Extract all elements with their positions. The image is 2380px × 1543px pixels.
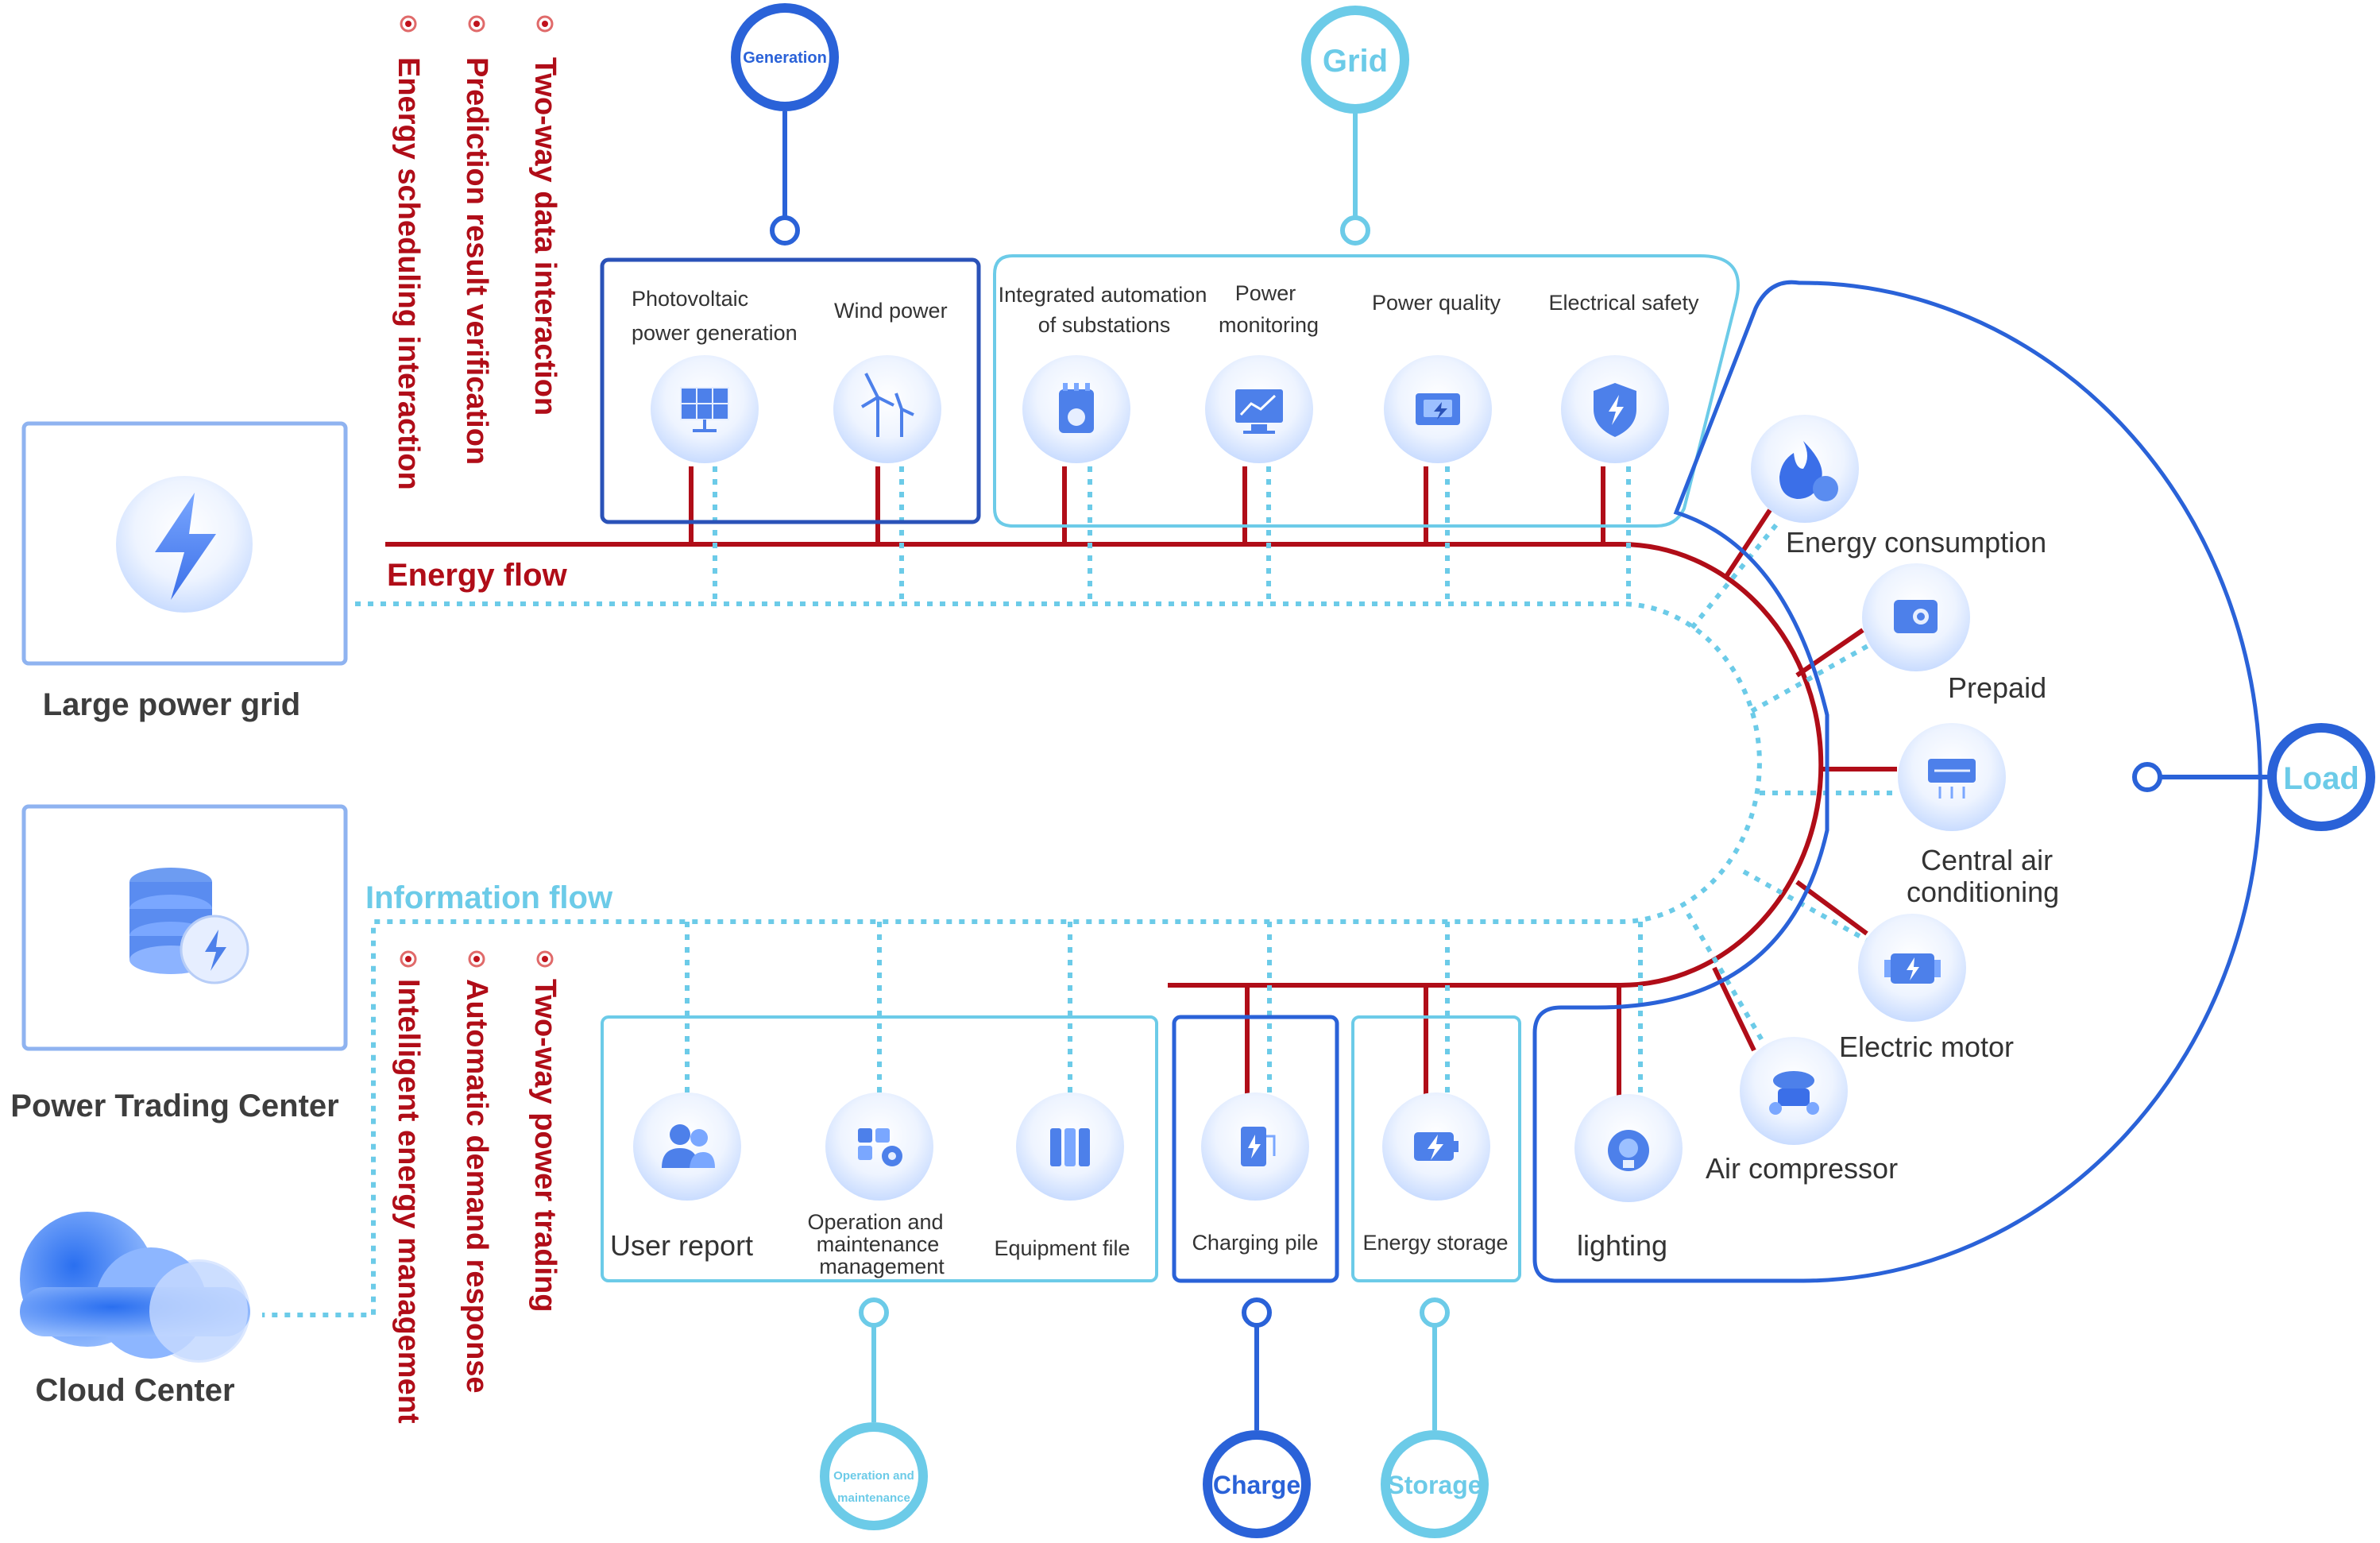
om-pin-label-1: Operation and [833, 1469, 914, 1483]
pv-generation-item: Photovoltaic power generation [632, 287, 798, 463]
substation-automation-item: Integrated automation of substations [999, 283, 1207, 463]
lightning-icon [155, 493, 216, 600]
flame-icon [1779, 441, 1838, 501]
energy-storage-item: Energy storage [1362, 1092, 1509, 1255]
om-management-item: Operation and maintenance management [807, 1092, 945, 1278]
wind-turbine-icon [860, 373, 914, 437]
electric-motor-label: Electric motor [1839, 1031, 2014, 1063]
energy-storage-label: Energy storage [1362, 1231, 1508, 1255]
cloud-center-node: Cloud Center [20, 1212, 250, 1408]
generation-pin: Generation [731, 3, 839, 246]
lighting-item: lighting [1574, 1094, 1683, 1262]
file-binders-icon [1050, 1128, 1090, 1166]
database-icon [129, 868, 249, 984]
air-compressor-label: Air compressor [1706, 1152, 1898, 1185]
load-box [1532, 280, 2262, 1283]
equipment-file-item: Equipment file [994, 1092, 1130, 1260]
central-ac-label-2: conditioning [1907, 876, 2059, 908]
air-compressor-item: Air compressor [1706, 1037, 1898, 1185]
power-quality-icon [1416, 393, 1460, 425]
lighting-label: lighting [1577, 1229, 1667, 1262]
feature-demand-response: Automatic demand response [460, 979, 493, 1394]
central-ac-label-1: Central air [1921, 844, 2053, 876]
information-flow-label: Information flow [365, 880, 613, 915]
compressor-icon [1769, 1071, 1819, 1115]
energy-consumption-label: Energy consumption [1786, 526, 2046, 559]
energy-flow-label: Energy flow [387, 558, 568, 593]
pv-label-1: Photovoltaic [632, 287, 748, 311]
charge-pin-label: Charge [1213, 1471, 1300, 1499]
grid-pin: Grid [1301, 6, 1409, 246]
feature-energy-scheduling: Energy scheduling interaction [392, 57, 425, 490]
large-power-grid-label: Large power grid [43, 687, 301, 722]
lightbulb-icon [1608, 1130, 1649, 1171]
wind-power-label: Wind power [834, 299, 948, 323]
central-ac-item: Central air conditioning [1898, 723, 2059, 908]
bottom-feature-list: Two-way power trading Automatic demand r… [392, 950, 562, 1424]
om-label-2: maintenance [817, 1232, 940, 1256]
om-label-3: management [819, 1255, 945, 1278]
cloud-center-label: Cloud Center [35, 1373, 234, 1408]
power-quality-label: Power quality [1372, 291, 1501, 315]
power-trading-center-node: Power Trading Center [10, 804, 348, 1123]
substation-label-2: of substations [1038, 313, 1171, 337]
feature-two-way-data: Two-way data interaction [528, 57, 562, 416]
equipment-file-label: Equipment file [994, 1236, 1130, 1260]
charge-box [1172, 1015, 1339, 1283]
substation-label-1: Integrated automation [999, 283, 1207, 307]
motor-icon [1884, 953, 1941, 984]
prepaid-label: Prepaid [1948, 671, 2046, 704]
substation-icon [1059, 383, 1094, 433]
energy-flow-lines [385, 466, 1897, 1096]
electric-motor-item: Electric motor [1839, 914, 2014, 1063]
air-conditioner-icon [1928, 759, 1976, 799]
battery-icon [1414, 1132, 1459, 1161]
pv-label-2: power generation [632, 321, 798, 345]
users-icon [662, 1124, 715, 1168]
generation-box [600, 257, 981, 524]
energy-consumption-item: Energy consumption [1751, 415, 2046, 559]
charging-station-icon [1241, 1127, 1276, 1166]
power-monitoring-item: Power monitoring [1205, 281, 1319, 463]
feature-intelligent-energy: Intelligent energy management [392, 979, 425, 1424]
prepaid-item: Prepaid [1862, 563, 2046, 704]
monitoring-label-1: Power [1235, 281, 1296, 305]
wallet-icon [1894, 600, 1938, 633]
grid-pin-label: Grid [1323, 44, 1388, 79]
solar-panel-icon [680, 387, 729, 432]
top-feature-list: Two-way data interaction Prediction resu… [392, 15, 562, 490]
large-power-grid-node: Large power grid [21, 421, 348, 722]
feature-two-way-trading: Two-way power trading [528, 979, 562, 1312]
storage-box [1351, 1015, 1521, 1282]
monitoring-label-2: monitoring [1219, 313, 1319, 337]
charge-pin: Charge [1203, 1297, 1311, 1538]
shield-icon [1594, 383, 1636, 437]
grid-box [993, 254, 1740, 528]
storage-pin-label: Storage [1387, 1471, 1482, 1499]
power-quality-item: Power quality [1372, 291, 1501, 463]
storage-pin: Storage [1381, 1297, 1489, 1538]
charging-pile-label: Charging pile [1192, 1231, 1318, 1255]
om-pin: Operation and maintenance [820, 1297, 928, 1530]
user-report-label: User report [610, 1229, 753, 1262]
load-pin: Load [2132, 723, 2375, 831]
wind-power-item: Wind power [833, 299, 948, 463]
user-report-item: User report [610, 1092, 753, 1262]
om-label-1: Operation and [807, 1210, 943, 1234]
om-box [601, 1015, 1158, 1282]
charging-pile-item: Charging pile [1192, 1092, 1319, 1255]
feature-prediction-verification: Prediction result verification [460, 57, 493, 465]
om-grid-icon [858, 1128, 902, 1166]
generation-pin-label: Generation [743, 49, 827, 67]
monitor-chart-icon [1235, 389, 1283, 434]
load-pin-label: Load [2283, 761, 2359, 796]
om-pin-label-2: maintenance [837, 1491, 910, 1505]
cloud-icon [20, 1212, 250, 1363]
electrical-safety-item: Electrical safety [1548, 291, 1699, 463]
power-trading-center-label: Power Trading Center [10, 1089, 338, 1123]
electrical-safety-label: Electrical safety [1548, 291, 1699, 315]
